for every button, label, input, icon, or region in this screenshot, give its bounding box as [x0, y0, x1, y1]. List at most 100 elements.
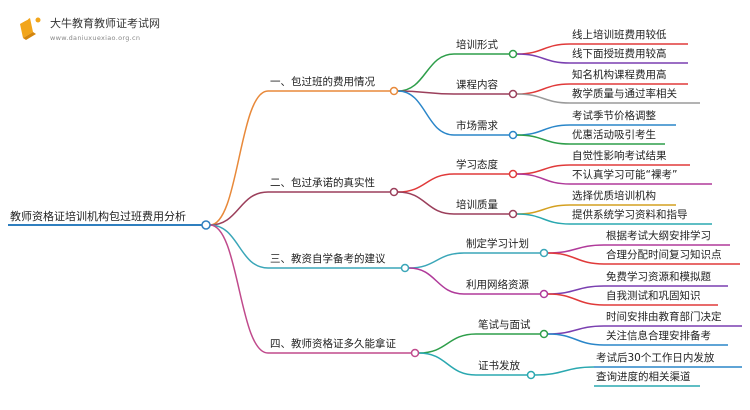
leaf-node[interactable]: 查询进度的相关渠道: [594, 370, 700, 387]
mid-to-leaf-connector: [516, 53, 571, 64]
leaf-label: 线下面授班费用较高: [572, 47, 667, 60]
leaf-node[interactable]: 教学质量与通过率相关: [570, 87, 700, 104]
logo-book-icon: [20, 17, 41, 40]
mid-knob[interactable]: [526, 370, 536, 380]
mid-to-leaf-connector: [516, 134, 571, 145]
mid-to-leaf-connector: [516, 204, 571, 215]
mid-label: 笔试与面试: [478, 318, 531, 331]
leaf-node[interactable]: 自我测试和巩固知识: [604, 289, 718, 306]
leaf-node[interactable]: 考试后30个工作日内发放: [594, 351, 742, 368]
leaf-node[interactable]: 不认真学习可能“裸考”: [570, 168, 712, 185]
root-node[interactable]: 教师资格证培训机构包过班费用分析: [8, 209, 211, 230]
leaf-label: 自我测试和巩固知识: [606, 289, 701, 302]
mid-node[interactable]: 培训形式: [454, 38, 518, 59]
section-to-mid-connector: [397, 173, 455, 193]
leaf-label: 提供系统学习资料和指导: [572, 208, 688, 221]
mid-knob[interactable]: [539, 248, 549, 258]
mid-label: 学习态度: [456, 158, 498, 171]
mid-label: 课程内容: [456, 78, 498, 91]
mid-node[interactable]: 课程内容: [454, 78, 518, 99]
mid-to-leaf-connector: [516, 93, 571, 104]
section-to-mid-connector: [397, 90, 455, 136]
leaf-node[interactable]: 选择优质培训机构: [570, 189, 676, 206]
section-to-mid-connector: [418, 333, 477, 354]
leaf-label: 线上培训班费用较低: [572, 28, 667, 41]
mid-node[interactable]: 学习态度: [454, 158, 518, 179]
logo: 大牛教育教师证考试网 www.daniuxuexiao.org.cn: [20, 16, 160, 42]
mid-label: 利用网络资源: [466, 278, 529, 291]
section-to-mid-connector: [408, 267, 465, 295]
mid-knob[interactable]: [508, 49, 518, 59]
section-node[interactable]: 二、包过承诺的真实性: [268, 176, 399, 197]
leaf-label: 考试后30个工作日内发放: [596, 351, 715, 364]
mid-knob[interactable]: [539, 329, 549, 339]
mid-node[interactable]: 笔试与面试: [476, 318, 549, 339]
mid-to-leaf-connector: [516, 164, 571, 175]
logo-url: www.daniuxuexiao.org.cn: [50, 34, 140, 42]
mid-label: 培训质量: [456, 198, 498, 211]
leaf-label: 免费学习资源和模拟题: [606, 270, 711, 283]
mid-node[interactable]: 制定学习计划: [464, 237, 549, 258]
mid-knob[interactable]: [508, 169, 518, 179]
leaf-label: 关注信息合理安排备考: [606, 329, 711, 342]
leaf-label: 根据考试大纲安排学习: [606, 229, 711, 242]
mid-knob[interactable]: [508, 89, 518, 99]
leaf-label: 教学质量与通过率相关: [572, 87, 677, 100]
leaf-node[interactable]: 自觉性影响考试结果: [570, 149, 690, 166]
leaf-node[interactable]: 时间安排由教育部门决定: [604, 310, 742, 327]
leaf-node[interactable]: 提供系统学习资料和指导: [570, 208, 712, 225]
mid-label: 市场需求: [456, 119, 498, 132]
mid-knob[interactable]: [508, 130, 518, 140]
mid-to-leaf-connector: [516, 213, 571, 225]
leaf-node[interactable]: 知名机构课程费用高: [570, 68, 688, 85]
section-knob[interactable]: [389, 86, 399, 96]
leaf-label: 时间安排由教育部门决定: [606, 310, 722, 323]
mid-label: 培训形式: [456, 38, 498, 51]
section-to-mid-connector: [408, 252, 465, 269]
leaf-node[interactable]: 根据考试大纲安排学习: [604, 229, 730, 246]
leaf-label: 查询进度的相关渠道: [596, 370, 691, 383]
mid-to-leaf-connector: [534, 366, 595, 376]
connectors: [209, 43, 605, 386]
mid-to-leaf-connector: [535, 375, 594, 386]
leaf-node[interactable]: 优惠活动吸引考生: [570, 128, 665, 145]
root-label: 教师资格证培训机构包过班费用分析: [10, 209, 186, 223]
mid-to-leaf-connector: [547, 293, 605, 306]
leaf-label: 知名机构课程费用高: [572, 68, 667, 81]
root-knob[interactable]: [201, 220, 211, 230]
section-node[interactable]: 四、教师资格证多久能拿证: [268, 337, 420, 358]
mid-node[interactable]: 证书发放: [476, 359, 536, 380]
mid-node[interactable]: 利用网络资源: [464, 278, 549, 299]
leaf-node[interactable]: 免费学习资源和模拟题: [604, 270, 728, 287]
mid-to-leaf-connector: [547, 244, 605, 254]
mid-node[interactable]: 培训质量: [454, 198, 518, 219]
leaf-node[interactable]: 合理分配时间复习知识点: [604, 248, 740, 265]
section-knob[interactable]: [410, 348, 420, 358]
section-node[interactable]: 三、教资自学备考的建议: [268, 252, 410, 273]
mid-to-leaf-connector: [516, 83, 571, 95]
leaf-node[interactable]: 线下面授班费用较高: [570, 47, 688, 64]
section-label: 四、教师资格证多久能拿证: [270, 337, 396, 350]
section-knob[interactable]: [389, 187, 399, 197]
root-to-section-connector: [209, 191, 269, 226]
mid-to-leaf-connector: [547, 325, 605, 335]
section-knob[interactable]: [400, 263, 410, 273]
mid-knob[interactable]: [508, 209, 518, 219]
leaf-node[interactable]: 考试季节价格调整: [570, 109, 676, 126]
section-to-mid-connector: [397, 191, 455, 215]
section-node[interactable]: 一、包过班的费用情况: [268, 75, 399, 96]
leaf-label: 合理分配时间复习知识点: [606, 248, 722, 261]
mid-node[interactable]: 市场需求: [454, 119, 518, 140]
leaf-node[interactable]: 线上培训班费用较低: [570, 28, 688, 45]
root-to-section-connector: [209, 224, 269, 269]
mid-to-leaf-connector: [547, 252, 605, 265]
mid-to-leaf-connector: [547, 333, 605, 346]
mid-knob[interactable]: [539, 289, 549, 299]
leaf-node[interactable]: 关注信息合理安排备考: [604, 329, 728, 346]
leaf-label: 优惠活动吸引考生: [572, 128, 656, 141]
section-label: 一、包过班的费用情况: [270, 75, 375, 88]
root-to-section-connector: [209, 224, 269, 354]
logo-title: 大牛教育教师证考试网: [50, 16, 160, 30]
section-label: 二、包过承诺的真实性: [270, 176, 375, 189]
